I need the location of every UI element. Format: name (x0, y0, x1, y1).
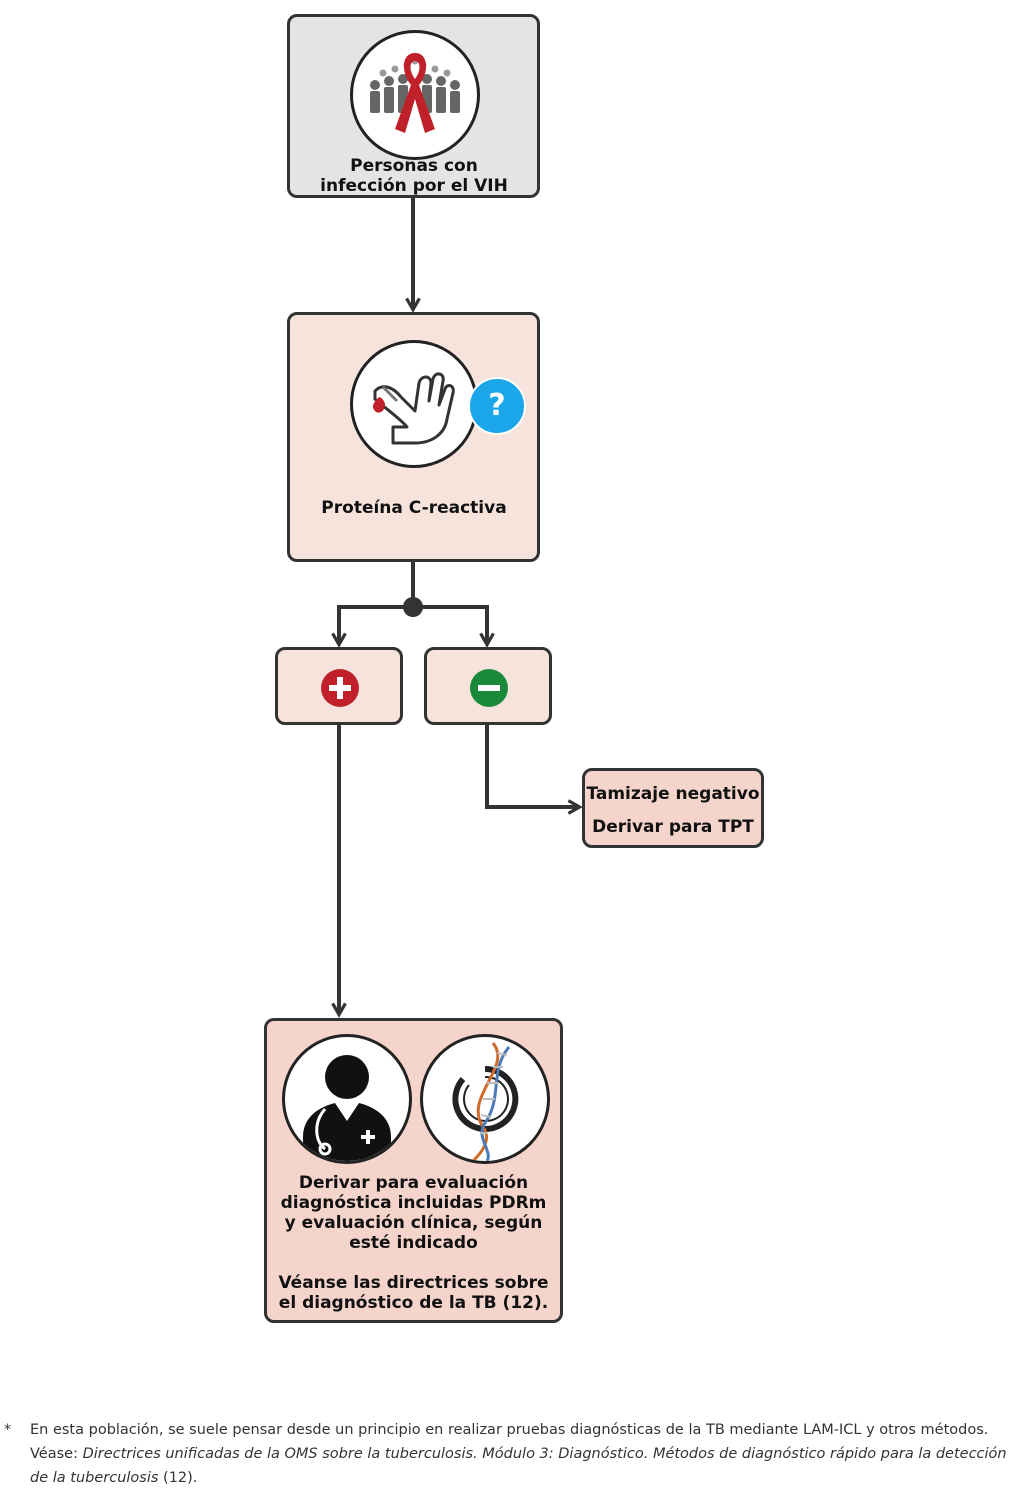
people-red-ribbon-icon (350, 30, 480, 160)
arrow-split-to-negative (413, 605, 495, 648)
footnote-citation-ref: (12). (158, 1470, 198, 1486)
dna-test-icon (420, 1034, 550, 1164)
crp-label: Proteína C-reactiva (321, 498, 507, 518)
node-positive (275, 647, 403, 725)
plus-icon (321, 669, 359, 707)
footnote-marker: * (4, 1422, 12, 1438)
doctor-icon (282, 1034, 412, 1164)
footnote-text-plain: En esta población, se suele pensar desde… (30, 1422, 989, 1462)
referral-text-primary: Derivar para evaluación diagnóstica incl… (280, 1173, 547, 1253)
node-hiv-population: Personas con infección por el VIH (287, 14, 540, 198)
hiv-population-label: Personas con infección por el VIH (320, 156, 508, 196)
finger-prick-blood-icon (350, 340, 478, 468)
question-badge: ? (468, 377, 526, 435)
node-crp-test: ? Proteína C-reactiva (287, 312, 540, 562)
negative-result-line1: Tamizaje negativo (586, 784, 760, 804)
minus-icon (470, 669, 508, 707)
node-referral: Derivar para evaluación diagnóstica incl… (264, 1018, 563, 1323)
node-negative (424, 647, 552, 725)
referral-text-secondary: Véanse las directrices sobre el diagnóst… (278, 1273, 549, 1313)
arrow-negative-to-result (485, 724, 583, 815)
footnote-text: En esta población, se suele pensar desde… (30, 1418, 1022, 1490)
arrow-split-to-positive (331, 605, 413, 648)
node-negative-result: Tamizaje negativo Derivar para TPT (582, 768, 764, 848)
negative-result-line2: Derivar para TPT (592, 817, 754, 837)
footnote-citation-title: Directrices unificadas de la OMS sobre l… (30, 1446, 1007, 1486)
